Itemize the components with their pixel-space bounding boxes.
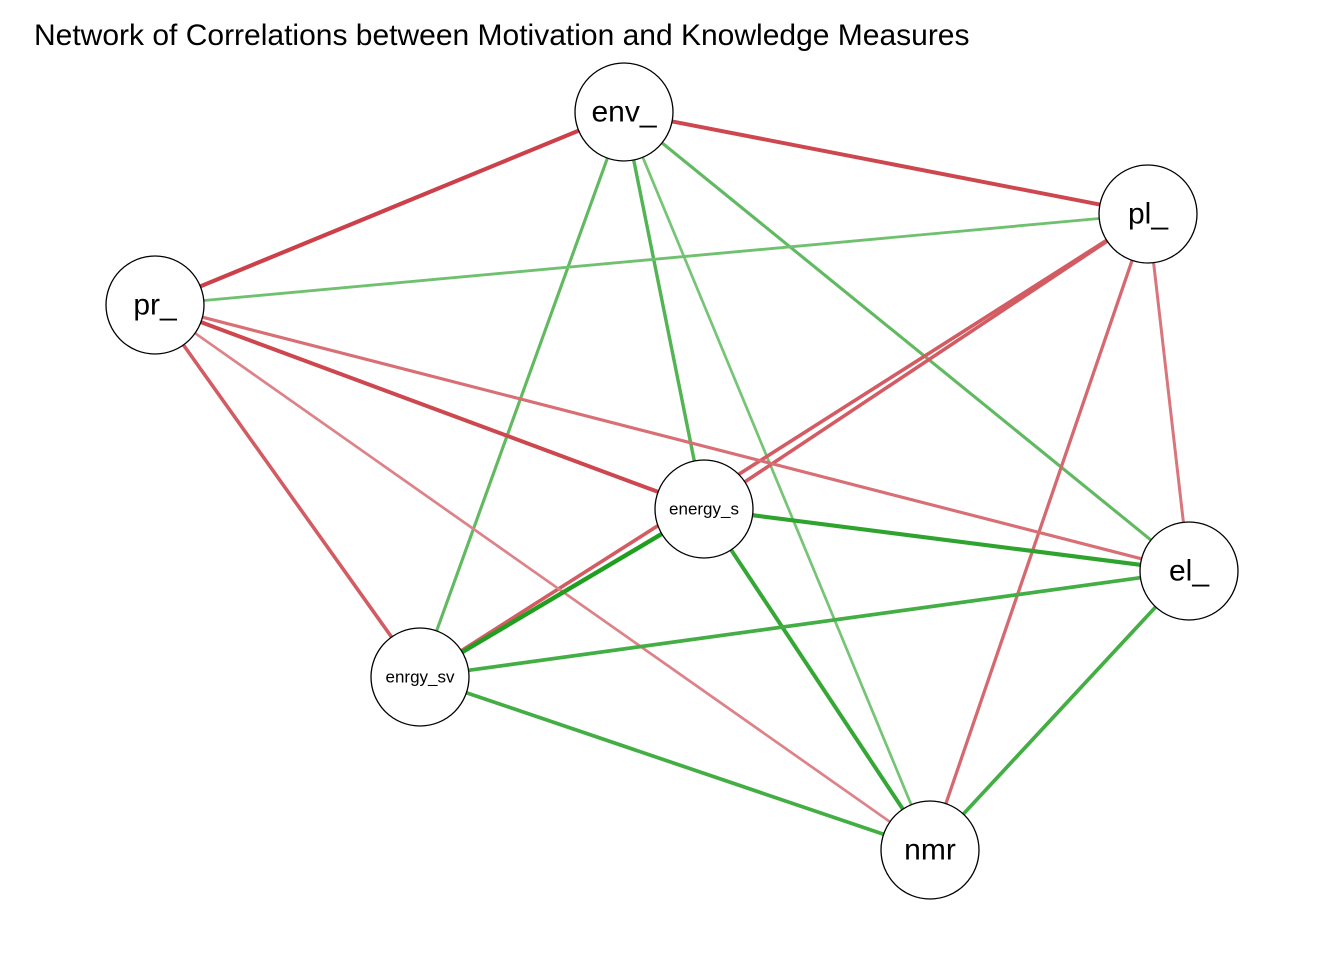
node-circle (105, 255, 205, 355)
edge-energy_s-enrgy_sv (460, 531, 664, 655)
edge-pr_-el_ (200, 315, 1144, 561)
node-label: enrgy_sv (386, 668, 455, 687)
node-enrgy_sv: enrgy_sv (370, 627, 470, 727)
edge-energy_s-el_ (750, 513, 1143, 567)
edge-env_-nmr (641, 155, 913, 807)
node-circle (574, 62, 674, 162)
node-circle (880, 800, 980, 900)
node-label: nmr (904, 834, 956, 867)
node-circle (370, 627, 470, 727)
edge-env_-el_ (660, 141, 1153, 542)
edge-env_-pl_ (670, 119, 1102, 207)
edge-env_-enrgy_sv (435, 156, 609, 633)
node-label: pl_ (1128, 198, 1169, 231)
diagram-title: Network of Correlations between Motivati… (34, 19, 970, 52)
edge-pl_-pr_ (202, 217, 1101, 302)
edge-pl_-enrgy_sv (459, 238, 1109, 653)
node-env_: env_ (574, 62, 674, 162)
edge-pl_-el_ (1152, 261, 1185, 524)
node-circle (654, 459, 754, 559)
node-pr_: pr_ (105, 255, 205, 355)
edge-env_-pr_ (198, 128, 581, 289)
edges-layer (181, 119, 1185, 837)
node-circle (1098, 164, 1198, 264)
node-label: env_ (591, 96, 657, 129)
edge-enrgy_sv-el_ (466, 575, 1143, 673)
edge-pr_-energy_s (198, 320, 661, 494)
edge-enrgy_sv-nmr (464, 690, 886, 837)
edge-pr_-nmr (193, 331, 892, 824)
edge-pr_-enrgy_sv (181, 343, 394, 639)
node-nmr: nmr (880, 800, 980, 900)
edge-energy_s-nmr (729, 547, 905, 812)
edge-el_-nmr (961, 605, 1158, 816)
node-label: energy_s (669, 500, 739, 519)
node-pl_: pl_ (1098, 164, 1198, 264)
node-label: el_ (1169, 555, 1210, 588)
edge-pl_-energy_s (743, 239, 1109, 484)
node-energy_s: energy_s (654, 459, 754, 559)
node-label: pr_ (133, 289, 178, 322)
edge-env_-energy_s (631, 158, 697, 463)
node-el_: el_ (1139, 521, 1239, 621)
node-circle (1139, 521, 1239, 621)
